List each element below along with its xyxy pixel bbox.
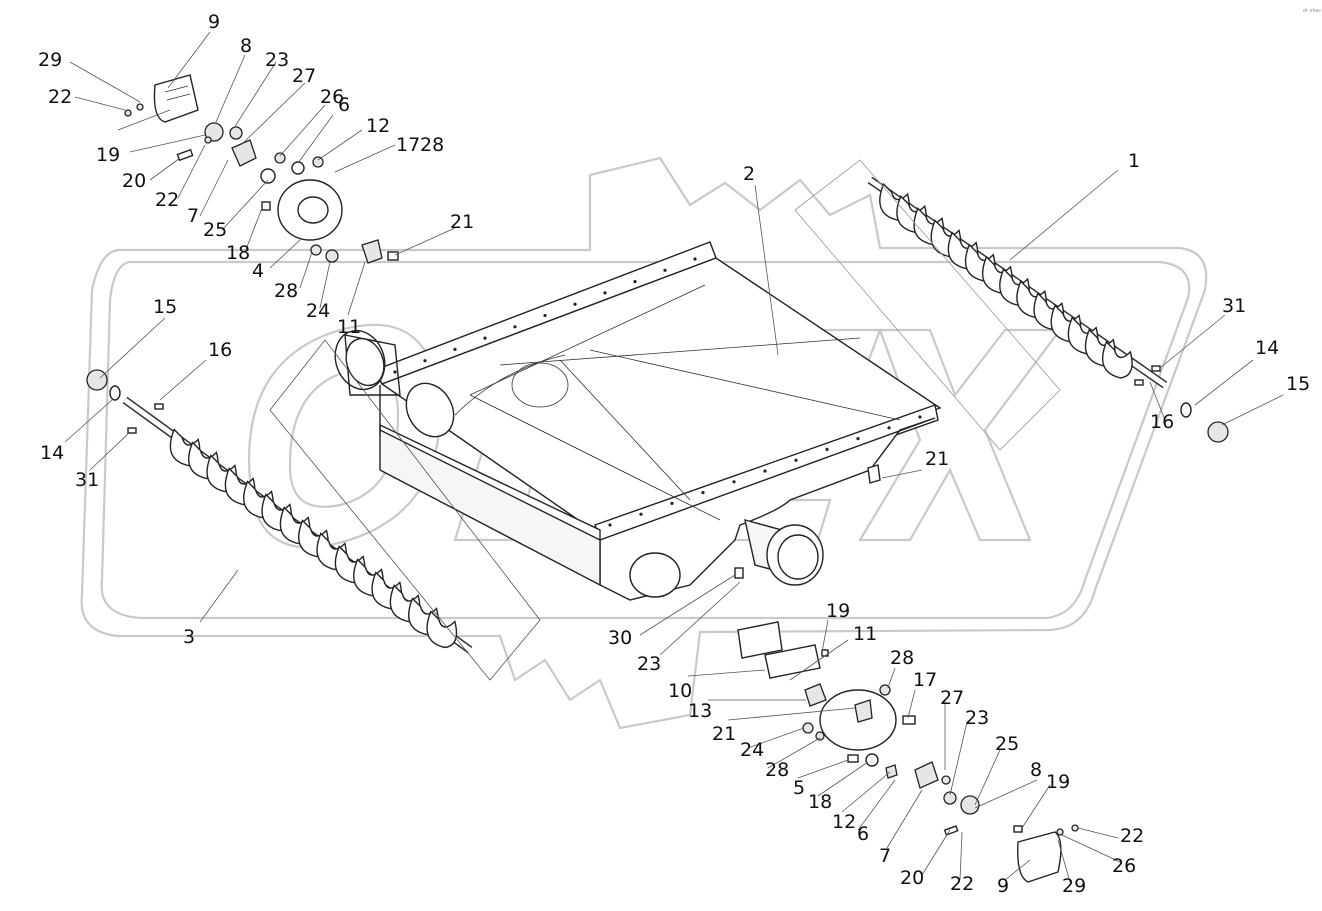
part-label-10: 10 xyxy=(668,680,692,702)
part-label-18: 18 xyxy=(808,791,832,813)
bolt-hole xyxy=(423,359,427,363)
part-label-26: 26 xyxy=(320,86,344,108)
bolt-hole xyxy=(453,347,457,351)
part-label-28: 28 xyxy=(890,647,914,669)
bolt-hole xyxy=(393,370,397,374)
part-label-21: 21 xyxy=(450,211,474,233)
bolt-hole xyxy=(825,447,829,451)
part-label-21: 21 xyxy=(712,723,736,745)
part-label-23: 23 xyxy=(265,49,289,71)
part-label-19: 19 xyxy=(96,144,120,166)
part-label-18: 18 xyxy=(226,242,250,264)
part-label-29: 29 xyxy=(1062,875,1086,897)
part-number-labels: 9298232726612172228192022725184212824112… xyxy=(38,11,1310,897)
part-label-13: 13 xyxy=(688,700,712,722)
part-label-22: 22 xyxy=(48,86,72,108)
leader-lines xyxy=(64,31,1284,883)
bolt-hole xyxy=(483,336,487,340)
part-label-30: 30 xyxy=(608,627,632,649)
bearing-assembly-lower xyxy=(734,567,1079,883)
part-label-15: 15 xyxy=(1286,373,1310,395)
part-label-8: 8 xyxy=(240,35,252,57)
auger-upper xyxy=(867,176,1168,389)
part-label-27: 27 xyxy=(940,687,964,709)
part-label-14: 14 xyxy=(40,442,64,464)
bolt-hole xyxy=(732,480,736,484)
bolt-hole xyxy=(918,415,922,419)
bolt-hole xyxy=(693,257,697,261)
part-label-16: 16 xyxy=(208,339,232,361)
bolt-hole xyxy=(608,523,612,527)
bolt-hole xyxy=(639,512,643,516)
bolt-hole xyxy=(573,302,577,306)
bolt-hole xyxy=(603,291,607,295)
side-hardware xyxy=(86,365,1229,443)
bolt-hole xyxy=(856,437,860,441)
part-label-6: 6 xyxy=(857,823,869,845)
part-label-29: 29 xyxy=(38,49,62,71)
part-label-24: 24 xyxy=(740,739,764,761)
part-label-3: 3 xyxy=(183,626,195,648)
part-label-12: 12 xyxy=(832,811,856,833)
part-label-20: 20 xyxy=(122,170,146,192)
part-label-22: 22 xyxy=(950,873,974,895)
part-label-19: 19 xyxy=(1046,771,1070,793)
bolt-hole xyxy=(701,491,705,495)
bolt-hole xyxy=(794,458,798,462)
trough-frame xyxy=(374,241,942,601)
part-label-2: 2 xyxy=(743,163,755,185)
part-label-25: 25 xyxy=(995,733,1019,755)
part-label-24: 24 xyxy=(306,300,330,322)
part-label-5: 5 xyxy=(793,777,805,799)
part-label-12: 12 xyxy=(366,115,390,137)
bolt-hole xyxy=(663,268,667,272)
part-label-23: 23 xyxy=(965,707,989,729)
part-label-6: 6 xyxy=(338,94,350,116)
bolt-hole xyxy=(543,313,547,318)
part-label-28: 28 xyxy=(420,134,444,156)
part-label-14: 14 xyxy=(1255,337,1279,359)
part-label-17: 17 xyxy=(396,134,420,156)
part-label-19: 19 xyxy=(826,600,850,622)
part-label-20: 20 xyxy=(900,867,924,889)
part-label-11: 11 xyxy=(337,316,361,338)
part-label-15: 15 xyxy=(153,296,177,318)
part-label-31: 31 xyxy=(75,469,99,491)
bolt-hole xyxy=(513,325,517,329)
part-label-31: 31 xyxy=(1222,295,1246,317)
part-label-28: 28 xyxy=(274,280,298,302)
part-label-23: 23 xyxy=(637,653,661,675)
bearing-assembly-upper xyxy=(124,74,399,264)
part-label-1: 1 xyxy=(1128,150,1140,172)
part-label-27: 27 xyxy=(292,65,316,87)
part-label-11: 11 xyxy=(853,623,877,645)
bolt-hole xyxy=(887,426,891,430)
part-label-17: 17 xyxy=(913,669,937,691)
bolt-hole xyxy=(763,469,767,473)
part-label-22: 22 xyxy=(1120,825,1144,847)
bolt-hole xyxy=(633,280,637,284)
part-label-7: 7 xyxy=(187,205,199,227)
part-label-16: 16 xyxy=(1150,411,1174,433)
part-label-7: 7 xyxy=(879,845,891,867)
corner-mark: ᵈʳ ˢʰᵃᵒ xyxy=(1303,8,1321,16)
part-label-25: 25 xyxy=(203,219,227,241)
auger-lower xyxy=(122,396,473,654)
part-label-4: 4 xyxy=(252,260,264,282)
part-label-9: 9 xyxy=(208,11,220,33)
auger-flight xyxy=(1102,340,1133,379)
part-label-28: 28 xyxy=(765,759,789,781)
part-label-8: 8 xyxy=(1030,759,1042,781)
frame-bolt-holes xyxy=(393,257,922,527)
trough-tube-left xyxy=(334,329,401,396)
part-label-21: 21 xyxy=(925,448,949,470)
part-label-9: 9 xyxy=(997,875,1009,897)
trough-tube-right xyxy=(744,519,824,586)
bolt-hole xyxy=(670,501,674,505)
part-label-26: 26 xyxy=(1112,855,1136,877)
part-label-22: 22 xyxy=(155,189,179,211)
